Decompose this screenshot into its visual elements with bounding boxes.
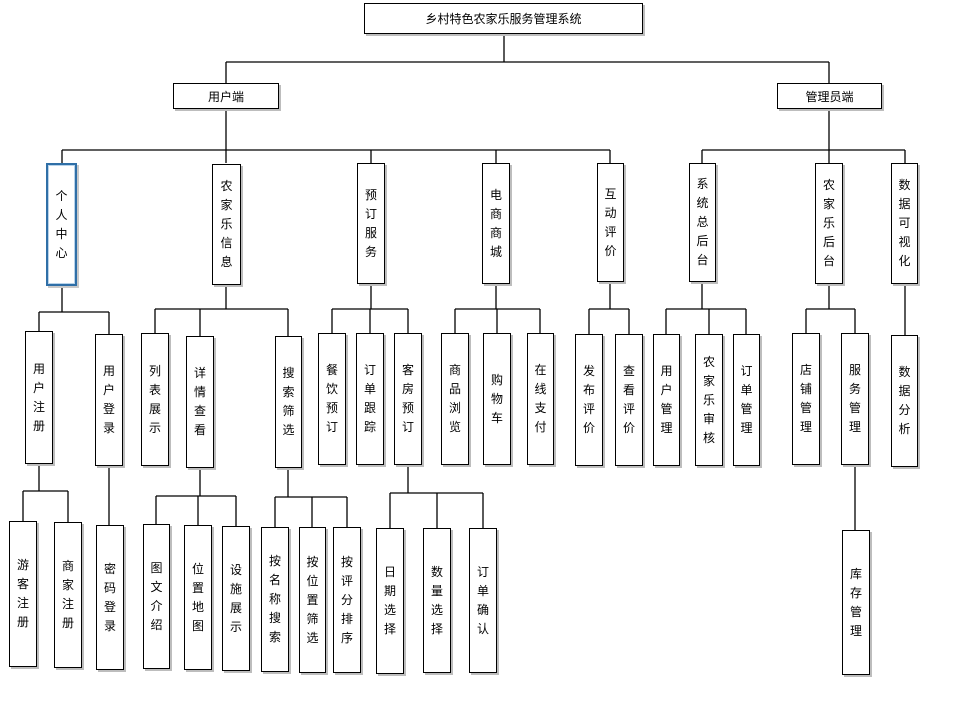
- node-review: 互动评价: [597, 163, 624, 282]
- node-inventory-mgmt: 库存管理: [842, 530, 870, 675]
- node-filter-by-location: 按位置筛选: [299, 527, 326, 673]
- node-text-image-intro-label: 图文介绍: [150, 560, 163, 632]
- node-farm-info-label: 农家乐信息: [220, 179, 233, 269]
- node-dining-booking-label: 餐饮预订: [325, 363, 338, 434]
- node-quantity-select-label: 数量选择: [430, 564, 443, 636]
- node-user-register-label: 用户注册: [32, 361, 45, 433]
- node-dataviz-label: 数据可视化: [898, 178, 911, 268]
- node-online-payment: 在线支付: [527, 333, 554, 465]
- node-quantity-select: 数量选择: [423, 528, 451, 673]
- node-root-label: 乡村特色农家乐服务管理系统: [425, 12, 582, 26]
- node-sort-by-rating-label: 按评分排序: [340, 554, 353, 645]
- node-order-tracking: 订单跟踪: [356, 333, 384, 465]
- node-detail-view-label: 详情查看: [193, 366, 206, 437]
- node-user-side-label: 用户端: [207, 89, 244, 104]
- node-password-login: 密码登录: [96, 525, 124, 670]
- node-password-login-label: 密码登录: [103, 561, 116, 633]
- node-guest-register-label: 游客注册: [16, 558, 29, 629]
- node-dataviz: 数据可视化: [891, 163, 918, 284]
- node-mall-label: 电商商城: [489, 187, 502, 259]
- node-farm-info: 农家乐信息: [212, 164, 241, 285]
- node-merchant-register-label: 商家注册: [61, 559, 74, 630]
- node-profile[interactable]: 个人中心: [46, 163, 77, 286]
- node-text-image-intro: 图文介绍: [143, 524, 170, 669]
- node-sys-admin-label: 系统总后台: [696, 177, 709, 267]
- node-merchant-register: 商家注册: [54, 522, 82, 668]
- node-farm-admin-label: 农家乐后台: [822, 178, 835, 268]
- node-profile-label: 个人中心: [55, 188, 68, 260]
- node-user-side: 用户端: [173, 83, 279, 109]
- node-online-payment-label: 在线支付: [534, 363, 547, 434]
- node-room-booking-label: 客房预订: [401, 363, 414, 434]
- node-shopping-cart: 购物车: [483, 333, 511, 465]
- node-product-browse: 商品浏览: [441, 333, 469, 465]
- node-service-mgmt-label: 服务管理: [848, 363, 861, 434]
- node-shop-mgmt-label: 店铺管理: [799, 363, 812, 434]
- node-order-confirm: 订单确认: [469, 528, 497, 673]
- node-date-select: 日期选择: [376, 528, 404, 674]
- node-order-tracking-label: 订单跟踪: [363, 363, 376, 434]
- node-room-booking: 客房预订: [394, 333, 422, 465]
- node-location-map: 位置地图: [184, 525, 212, 670]
- node-admin-side-label: 管理员端: [805, 89, 854, 104]
- node-service-mgmt: 服务管理: [841, 333, 869, 465]
- node-product-browse-label: 商品浏览: [448, 363, 461, 434]
- node-view-review: 查看评价: [615, 334, 643, 466]
- node-dining-booking: 餐饮预订: [318, 333, 346, 465]
- node-user-register: 用户注册: [25, 331, 53, 464]
- node-farm-admin: 农家乐后台: [815, 163, 843, 284]
- node-search-by-name: 按名称搜索: [261, 527, 289, 672]
- node-admin-side: 管理员端: [777, 83, 882, 109]
- node-user-login: 用户登录: [95, 334, 123, 466]
- node-detail-view: 详情查看: [186, 336, 214, 468]
- node-post-review-label: 发布评价: [582, 364, 595, 435]
- node-location-map-label: 位置地图: [191, 561, 204, 633]
- node-guest-register: 游客注册: [9, 521, 37, 667]
- node-filter-by-location-label: 按位置筛选: [306, 554, 319, 645]
- node-farm-audit-label: 农家乐审核: [702, 354, 715, 445]
- node-mall: 电商商城: [482, 163, 510, 284]
- node-booking: 预订服务: [357, 163, 385, 284]
- node-facility-display-label: 设施展示: [229, 562, 242, 634]
- node-user-mgmt-label: 用户管理: [660, 364, 673, 435]
- node-sys-admin: 系统总后台: [689, 163, 716, 282]
- node-search-filter: 搜索筛选: [275, 336, 302, 468]
- node-list-display: 列表展示: [141, 333, 169, 466]
- node-data-analysis: 数据分析: [891, 335, 918, 467]
- node-order-mgmt-label: 订单管理: [740, 364, 753, 435]
- node-view-review-label: 查看评价: [622, 364, 635, 435]
- node-post-review: 发布评价: [575, 334, 603, 466]
- node-data-analysis-label: 数据分析: [898, 365, 911, 436]
- node-user-mgmt: 用户管理: [653, 334, 680, 466]
- node-list-display-label: 列表展示: [148, 363, 161, 435]
- node-inventory-mgmt-label: 库存管理: [849, 566, 862, 638]
- node-sort-by-rating: 按评分排序: [333, 527, 361, 673]
- node-date-select-label: 日期选择: [383, 565, 396, 636]
- node-search-filter-label: 搜索筛选: [282, 366, 295, 437]
- node-review-label: 互动评价: [604, 186, 617, 258]
- node-root: 乡村特色农家乐服务管理系统: [364, 3, 643, 34]
- node-search-by-name-label: 按名称搜索: [268, 554, 281, 644]
- node-shopping-cart-label: 购物车: [490, 372, 503, 425]
- node-user-login-label: 用户登录: [102, 364, 115, 435]
- node-booking-label: 预订服务: [364, 187, 377, 259]
- node-farm-audit: 农家乐审核: [695, 334, 723, 466]
- node-shop-mgmt: 店铺管理: [792, 333, 820, 465]
- node-order-mgmt: 订单管理: [733, 334, 760, 466]
- node-facility-display: 设施展示: [222, 526, 250, 671]
- node-order-confirm-label: 订单确认: [476, 564, 489, 636]
